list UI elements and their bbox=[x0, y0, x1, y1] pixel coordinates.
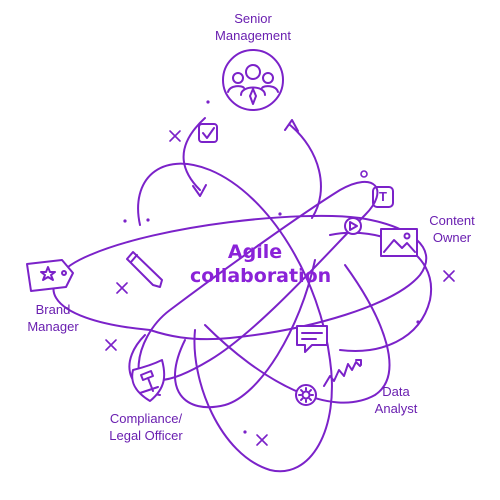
role-label-line-2: Manager bbox=[27, 319, 79, 334]
orbit-senior-loop bbox=[182, 117, 322, 219]
orbit-paths bbox=[52, 117, 433, 473]
shield-gavel-icon bbox=[131, 359, 166, 402]
role-label-line-2: Owner bbox=[432, 230, 472, 245]
gear-icon bbox=[295, 384, 317, 406]
dot bbox=[146, 218, 150, 222]
orbit-diagonal-right bbox=[137, 180, 379, 385]
diagram-title-line-2: collaboration bbox=[190, 265, 332, 287]
play-node-icon bbox=[344, 217, 362, 235]
role-label-content-owner: Content Owner bbox=[420, 212, 484, 246]
sparkle-icon bbox=[105, 339, 117, 351]
role-label-brand-manager: Brand Manager bbox=[18, 301, 88, 335]
role-label-line-1: Data bbox=[382, 384, 410, 399]
dot bbox=[243, 430, 247, 434]
arrows bbox=[192, 119, 299, 197]
role-label-line-1: Senior bbox=[234, 11, 272, 26]
role-label-compliance-legal-officer: Compliance/ Legal Officer bbox=[98, 410, 194, 444]
role-label-line-2: Management bbox=[215, 28, 291, 43]
orbit-lower-right bbox=[204, 264, 391, 404]
sparkle-icon bbox=[443, 270, 455, 282]
role-label-data-analyst: Data Analyst bbox=[366, 383, 426, 417]
role-label-line-2: Analyst bbox=[374, 401, 418, 416]
tag-icon bbox=[26, 259, 74, 292]
dot bbox=[123, 219, 127, 223]
diagram-title: Agile collaboration bbox=[190, 240, 332, 288]
dot bbox=[278, 212, 282, 216]
role-label-line-1: Compliance/ bbox=[109, 411, 183, 426]
sparkle-icon bbox=[169, 130, 181, 142]
text-badge-icon bbox=[372, 186, 394, 208]
dot bbox=[206, 100, 210, 104]
role-label-line-1: Brand bbox=[35, 302, 71, 317]
senior-management-icon bbox=[222, 49, 284, 111]
pencil-icon bbox=[126, 251, 163, 288]
dot bbox=[416, 320, 420, 324]
checkbox-icon bbox=[198, 123, 218, 143]
arrow-down-icon bbox=[192, 184, 207, 197]
dots bbox=[123, 100, 420, 434]
role-label-line-2: Legal Officer bbox=[109, 428, 183, 443]
orbit-lower-left bbox=[174, 259, 316, 409]
ring-dot bbox=[360, 170, 368, 178]
role-label-line-1: Content bbox=[429, 213, 475, 228]
text-badge-letter: T bbox=[379, 189, 387, 204]
chat-bubble-icon bbox=[296, 325, 328, 353]
diagram-title-line-1: Agile bbox=[227, 241, 283, 263]
sparkle-icon bbox=[116, 282, 128, 294]
orbit-outer-right bbox=[329, 231, 433, 352]
sparkle-icon bbox=[256, 434, 268, 446]
sparkle-marks bbox=[105, 130, 455, 446]
line-chart-icon bbox=[323, 359, 362, 387]
arrow-up-icon bbox=[284, 119, 299, 132]
picture-icon bbox=[380, 228, 418, 257]
role-label-senior-management: Senior Management bbox=[203, 10, 303, 44]
